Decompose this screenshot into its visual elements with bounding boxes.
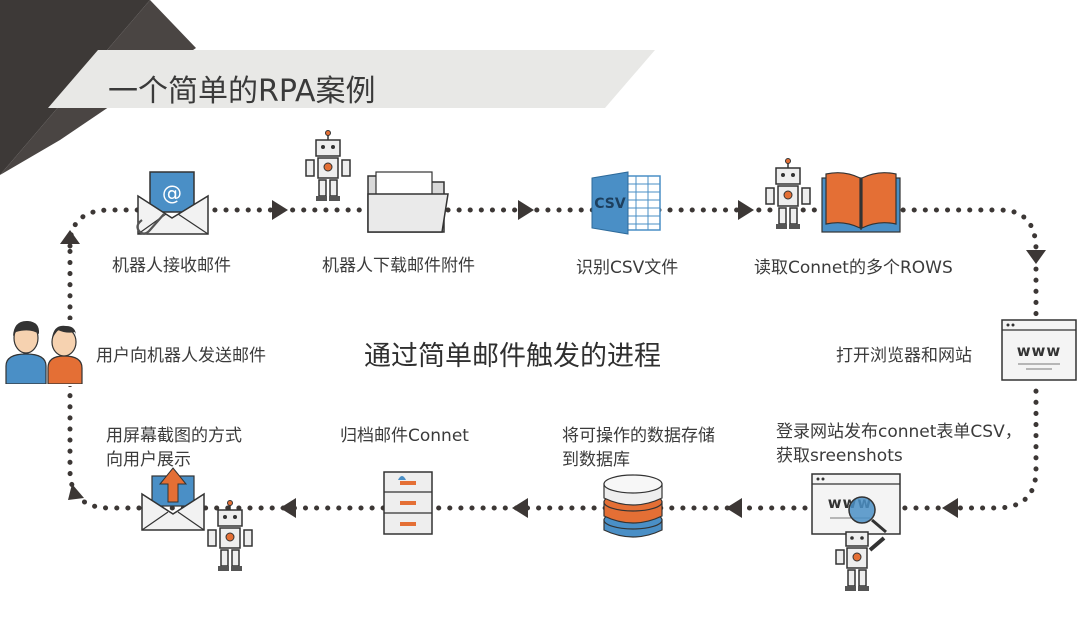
browser-window-icon: www bbox=[1001, 319, 1077, 381]
page-title: 一个简单的RPA案例 bbox=[108, 74, 376, 109]
browser-search-robot-icon: www bbox=[811, 473, 901, 591]
users-icon bbox=[5, 320, 83, 384]
arrow-left bbox=[942, 498, 958, 518]
step-login-label-2: 获取sreenshots bbox=[776, 446, 903, 466]
arrow-up bbox=[60, 230, 80, 244]
open-book-icon bbox=[821, 172, 901, 233]
filing-cabinet-icon bbox=[383, 471, 433, 535]
csv-text: CSV bbox=[594, 196, 626, 212]
center-caption: 通过简单邮件触发的进程 bbox=[364, 341, 661, 372]
arrow-left bbox=[726, 498, 742, 518]
step-archive-label: 归档邮件Connet bbox=[340, 426, 469, 446]
title-band bbox=[48, 50, 655, 108]
arrow-right bbox=[738, 200, 754, 220]
step-receive-mail-label: 机器人接收邮件 bbox=[112, 256, 231, 276]
step-store-label-2: 到数据库 bbox=[562, 450, 630, 470]
robot-icon bbox=[207, 500, 253, 571]
robot-icon bbox=[765, 158, 811, 229]
step-download-attachment-label: 机器人下载邮件附件 bbox=[322, 256, 475, 276]
step-identify-csv-label: 识别CSV文件 bbox=[576, 258, 679, 278]
step-show-label-1: 用屏幕截图的方式 bbox=[106, 426, 242, 446]
csv-file-icon: CSV bbox=[591, 171, 661, 235]
www-text: www bbox=[1017, 342, 1062, 360]
email-upload-icon bbox=[141, 467, 205, 531]
step-read-rows-label: 读取Connet的多个ROWS bbox=[754, 258, 953, 278]
email-at-icon: @ bbox=[136, 171, 209, 235]
robot-icon bbox=[305, 130, 351, 201]
step-show-label-2: 向用户展示 bbox=[106, 450, 191, 470]
email-at-text: @ bbox=[162, 181, 182, 205]
step-store-label-1: 将可操作的数据存储 bbox=[562, 426, 715, 446]
step-login-label-1: 登录网站发布connet表单CSV， bbox=[776, 422, 1022, 442]
arrow-down bbox=[1026, 250, 1046, 264]
arrow-right bbox=[518, 200, 534, 220]
arrow-left bbox=[280, 498, 296, 518]
step-user-send-label: 用户向机器人发送邮件 bbox=[96, 346, 266, 366]
arrow-right bbox=[272, 200, 288, 220]
step-open-browser-label: 打开浏览器和网站 bbox=[836, 346, 972, 366]
arrow-up-left bbox=[68, 484, 84, 500]
database-icon bbox=[603, 474, 663, 538]
arrow-left bbox=[512, 498, 528, 518]
folder-icon bbox=[367, 171, 449, 233]
